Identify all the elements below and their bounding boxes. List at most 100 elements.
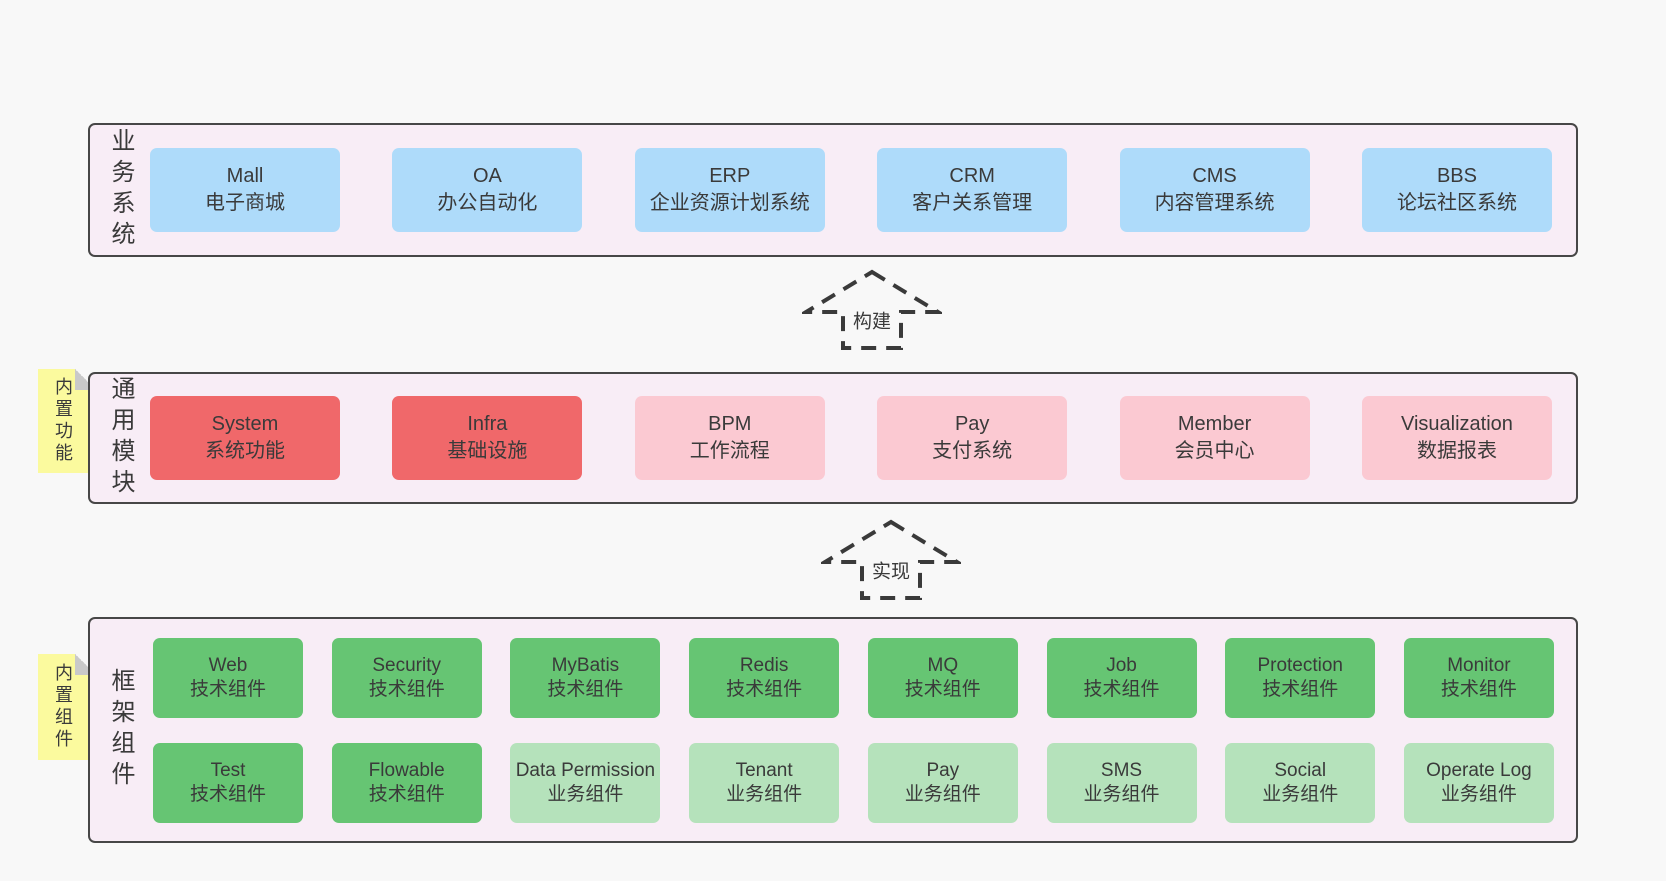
box-title: Pay: [954, 413, 990, 435]
layer-label-column: 框架组件: [90, 619, 150, 841]
box-subtitle: 企业资源计划系统: [649, 192, 810, 214]
box-infra: Infra 基础设施: [392, 396, 583, 480]
box-title: Data Permission: [515, 759, 656, 781]
box-title: Monitor: [1447, 654, 1511, 676]
box-title: Social: [1274, 759, 1327, 781]
box-title: ERP: [709, 165, 751, 187]
box-title: Tenant: [735, 759, 793, 781]
box-title: Flowable: [368, 759, 445, 781]
box-subtitle: 基础设施: [447, 440, 528, 462]
layer-common-modules: 通用模块 System 系统功能 Infra 基础设施 BPM 工作流程 Pay 支付系统 Me…: [88, 372, 1578, 504]
box-subtitle: 客户关系管理: [912, 192, 1033, 214]
box-bbs: BBS 论坛社区系统: [1361, 148, 1552, 232]
box-subtitle: 内容管理系统: [1154, 192, 1275, 214]
box-bpm: BPM 工作流程: [634, 396, 825, 480]
box-subtitle: 技术组件: [189, 783, 266, 805]
box-subtitle: 业务组件: [1083, 783, 1160, 805]
box-title: Protection: [1257, 654, 1343, 676]
layer-title: 通用模块: [107, 376, 134, 500]
box-title: BPM: [708, 413, 752, 435]
box-oa: OA 办公自动化: [392, 148, 583, 232]
box-system: System 系统功能: [150, 396, 340, 480]
box-subtitle: 业务组件: [1262, 783, 1339, 805]
box-subtitle: 办公自动化: [437, 192, 538, 214]
arrow-build: 构建: [802, 268, 942, 352]
box-subtitle: 业务组件: [904, 783, 981, 805]
box-subtitle: 技术组件: [547, 678, 624, 700]
box-subtitle: 支付系统: [932, 440, 1013, 462]
box-title: SMS: [1100, 759, 1143, 781]
box-title: Mall: [226, 165, 264, 187]
box-subtitle: 技术组件: [368, 783, 445, 805]
layer-label-column: 通用模块: [90, 374, 150, 502]
box-cms: CMS 内容管理系统: [1119, 148, 1310, 232]
box-title: Infra: [467, 413, 508, 435]
box-member: Member 会员中心: [1119, 396, 1310, 480]
box-title: BBS: [1436, 165, 1477, 187]
box-subtitle: 业务组件: [726, 783, 803, 805]
box-subtitle: 技术组件: [1440, 678, 1517, 700]
layer-title: 框架组件: [107, 668, 134, 792]
box-title: Operate Log: [1426, 759, 1532, 781]
box-subtitle: 技术组件: [1083, 678, 1160, 700]
box-title: Web: [208, 654, 248, 676]
box-subtitle: 技术组件: [189, 678, 266, 700]
box-subtitle: 论坛社区系统: [1396, 192, 1517, 214]
dashed-up-arrow-icon: [802, 269, 942, 350]
box-title: Test: [210, 759, 246, 781]
layer-title: 业务系统: [107, 128, 134, 252]
box-subtitle: 会员中心: [1174, 440, 1255, 462]
arrow-label: 构建: [848, 306, 896, 334]
box-pay: Pay 支付系统: [877, 396, 1068, 480]
sticky-note-text: 内置功能: [53, 377, 73, 465]
sticky-note-builtin-components: 内置组件: [38, 654, 96, 760]
dashed-up-arrow-icon: [821, 519, 961, 600]
box-title: OA: [472, 165, 502, 187]
box-subtitle: 系统功能: [205, 440, 285, 462]
box-subtitle: 业务组件: [547, 783, 624, 805]
box-title: CMS: [1192, 165, 1237, 187]
sticky-note-text: 内置组件: [53, 663, 73, 751]
box-title: MQ: [927, 654, 959, 676]
layer-boxes: System 系统功能 Infra 基础设施 BPM 工作流程 Pay 支付系统 Member 会…: [150, 374, 1576, 502]
box-title: Job: [1106, 654, 1137, 676]
box-subtitle: 技术组件: [1262, 678, 1339, 700]
box-title: System: [211, 413, 279, 435]
arrow-label: 实现: [867, 556, 915, 584]
box-subtitle: 数据报表: [1416, 440, 1497, 462]
box-subtitle: 技术组件: [368, 678, 445, 700]
box-title: Pay: [926, 759, 960, 781]
box-title: Member: [1177, 413, 1252, 435]
box-title: MyBatis: [551, 654, 620, 676]
box-subtitle: 工作流程: [689, 440, 770, 462]
box-erp: ERP 企业资源计划系统: [634, 148, 825, 232]
box-title: CRM: [949, 165, 995, 187]
box-subtitle: 技术组件: [904, 678, 981, 700]
box-title: Redis: [739, 654, 789, 676]
layer-label-column: 业务系统: [90, 125, 150, 255]
box-title: Security: [372, 654, 442, 676]
